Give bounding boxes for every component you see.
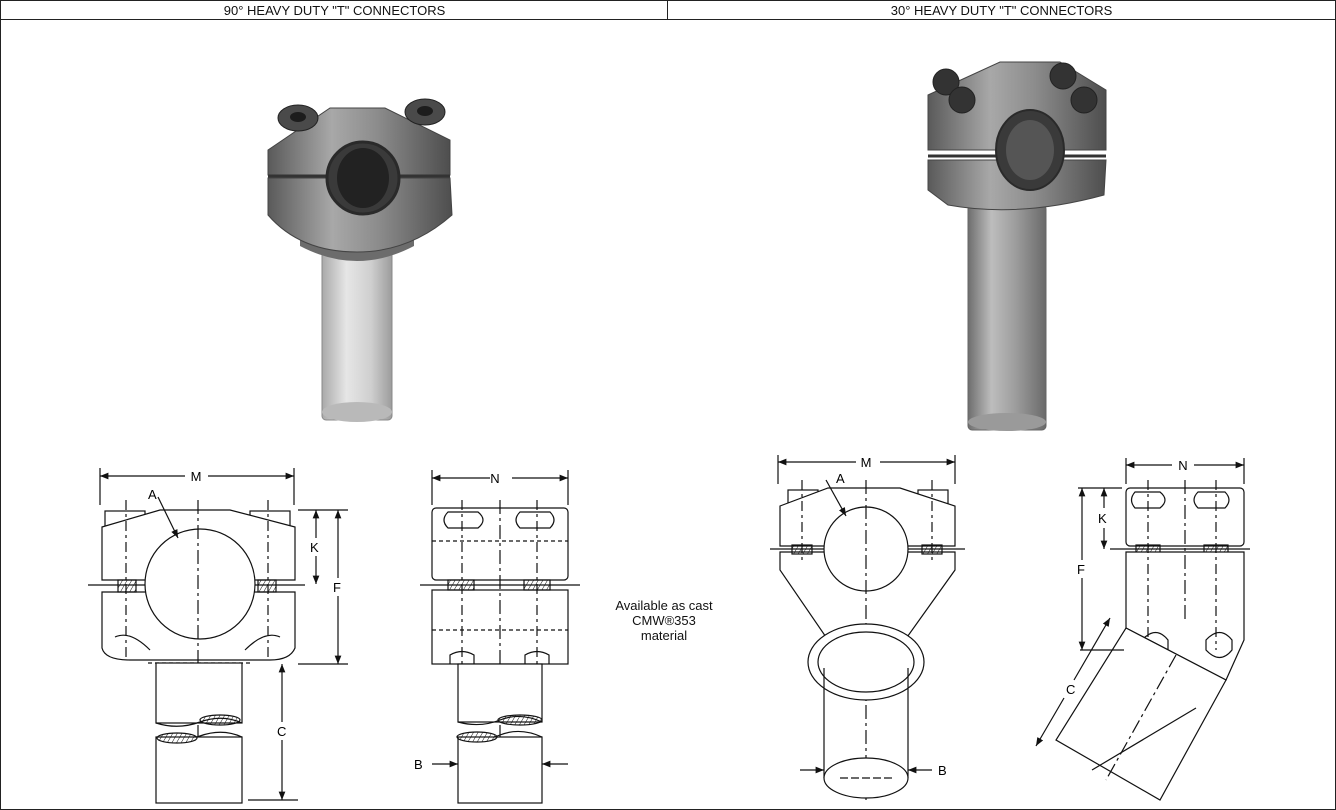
material-note: Available as cast CMW®353 material bbox=[604, 598, 724, 643]
note-line-1: Available as cast bbox=[615, 598, 713, 613]
drawing-90-front-view bbox=[88, 468, 348, 804]
dim-label-c-30: C bbox=[1066, 682, 1075, 697]
header-90-degree: 90° HEAVY DUTY "T" CONNECTORS bbox=[0, 0, 668, 20]
dim-label-n-30: N bbox=[1178, 458, 1187, 473]
dim-label-k-30: K bbox=[1098, 511, 1107, 526]
note-line-3: material bbox=[640, 628, 688, 643]
dim-label-c-90: C bbox=[277, 724, 286, 739]
header-30-degree: 30° HEAVY DUTY "T" CONNECTORS bbox=[667, 0, 1336, 20]
dim-label-f-30: F bbox=[1077, 562, 1085, 577]
dim-label-m-30: M bbox=[861, 455, 872, 470]
dim-label-m-90: M bbox=[191, 469, 202, 484]
photo-30-connector bbox=[927, 61, 1107, 431]
dim-label-b-90: B bbox=[414, 757, 423, 772]
dim-label-n-90: N bbox=[490, 471, 499, 486]
drawing-30-side-view bbox=[1035, 458, 1250, 801]
dim-label-b-30: B bbox=[938, 763, 947, 778]
note-line-2: CMW®353 bbox=[632, 613, 696, 628]
dim-label-k-90: K bbox=[310, 540, 319, 555]
drawing-30-front-view bbox=[770, 455, 965, 800]
dim-label-f-90: F bbox=[333, 580, 341, 595]
photo-90-connector bbox=[267, 98, 453, 422]
drawing-90-side-view bbox=[420, 470, 580, 804]
dim-label-a-30: A bbox=[836, 471, 845, 486]
dim-label-a-90: A bbox=[148, 487, 157, 502]
